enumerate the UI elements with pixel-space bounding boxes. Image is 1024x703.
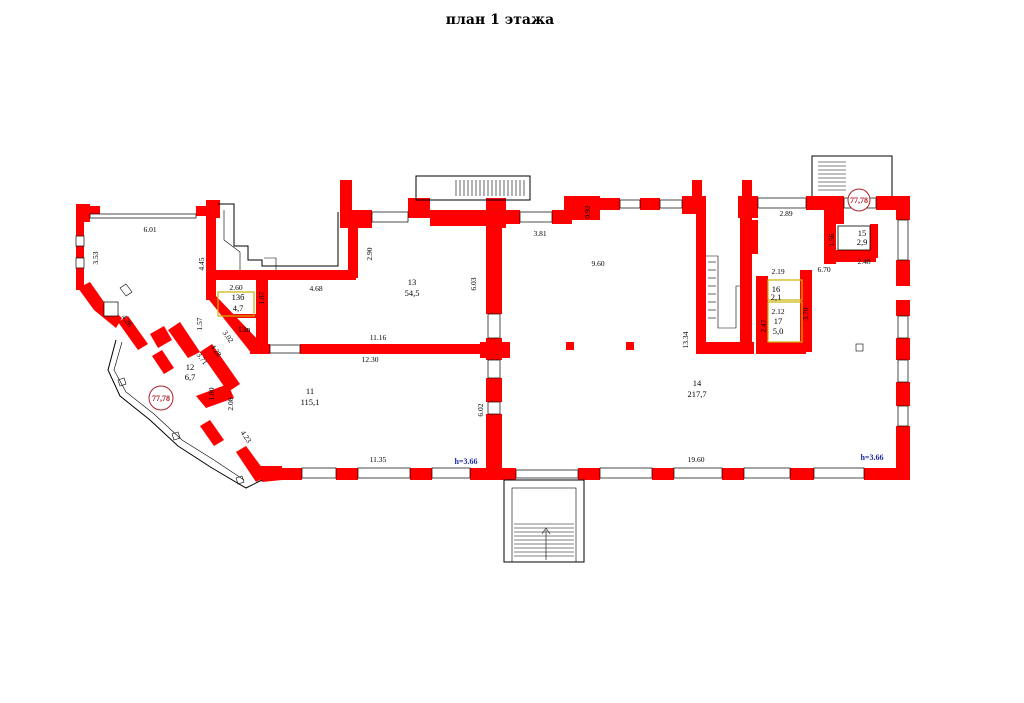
fixtures	[107, 155, 893, 563]
room-13v-number: 13в	[238, 324, 251, 334]
dim-label: 0.92	[583, 205, 592, 218]
room-16-number: 16	[772, 284, 781, 294]
room-16-area: 2,1	[771, 292, 782, 302]
dim-label: 1.87	[257, 291, 266, 304]
room-13-area: 54,5	[405, 288, 420, 298]
dim-label: 2.48	[857, 257, 870, 266]
room-15-number: 15	[858, 228, 867, 238]
dim-label: 11.16	[370, 333, 387, 342]
room-14-number: 14	[693, 378, 702, 388]
room-11-number: 11	[306, 386, 314, 396]
dim-label: 3.02	[221, 329, 236, 345]
dim-label: 2.60	[229, 283, 242, 292]
room-13-number: 13	[408, 277, 417, 287]
bottom-stairs	[514, 523, 574, 560]
dim-label: 4.68	[309, 284, 322, 293]
room-11-area: 115,1	[301, 397, 320, 407]
dim-label: 3.81	[533, 229, 546, 238]
room-13b-number: 13б	[232, 292, 245, 302]
dim-label: 19.60	[688, 455, 705, 464]
room-13b-area: 4,7	[233, 303, 244, 313]
stamp-text: 77,78	[152, 394, 170, 403]
dim-label: 13.34	[681, 331, 690, 348]
dim-label: 2.08	[226, 397, 235, 410]
dim-label: 6.01	[143, 225, 156, 234]
room-15-area: 2,9	[857, 237, 868, 247]
ceiling-height-right: h=3.66	[860, 453, 883, 462]
dim-label: 3.70	[801, 307, 810, 320]
room-14-area: 217,7	[687, 389, 706, 399]
plan-title: план 1 этажа	[446, 12, 554, 28]
stamp-text: 77,78	[850, 196, 868, 205]
dim-label: 2.19	[771, 267, 784, 276]
dim-label: 6.03	[469, 277, 478, 290]
dim-label: 1.80	[207, 387, 216, 400]
room-17-number: 17	[774, 316, 783, 326]
dim-label: 6.02	[476, 403, 485, 416]
dim-label: 6.70	[817, 265, 830, 274]
ceiling-heights: h=3.66 h=3.66	[454, 453, 883, 466]
dim-label: 2.47	[759, 319, 768, 332]
dim-label: 1.56	[827, 233, 836, 246]
dim-label: 4.23	[239, 429, 254, 445]
dim-label: 2.89	[779, 209, 792, 218]
dim-label: 11.35	[370, 455, 387, 464]
area-stamp-top-right: 77,78	[847, 188, 871, 212]
ceiling-height-left: h=3.66	[454, 457, 477, 466]
dim-label: 9.60	[591, 259, 604, 268]
room-labels: 13 54,5 13б 4,7 13в 12 6,7 11 115,1 14 2…	[185, 228, 868, 407]
room-17-area: 5,0	[773, 326, 784, 336]
windows	[75, 197, 909, 479]
dim-label: 2.12	[771, 307, 784, 316]
area-stamp-left: 77,78	[148, 385, 174, 411]
interior-walls	[94, 208, 878, 470]
room-12-number: 12	[186, 362, 195, 372]
top-stairs	[455, 180, 525, 196]
dim-label: 3.53	[91, 251, 100, 264]
exterior-walls	[76, 180, 910, 482]
room-12-area: 6,7	[185, 372, 196, 382]
dim-label: 4.45	[197, 257, 206, 270]
dim-label: 12.30	[362, 355, 379, 364]
dim-label: 2.90	[365, 247, 374, 260]
dim-label: 1.57	[195, 317, 204, 330]
right-stairs	[818, 161, 846, 191]
